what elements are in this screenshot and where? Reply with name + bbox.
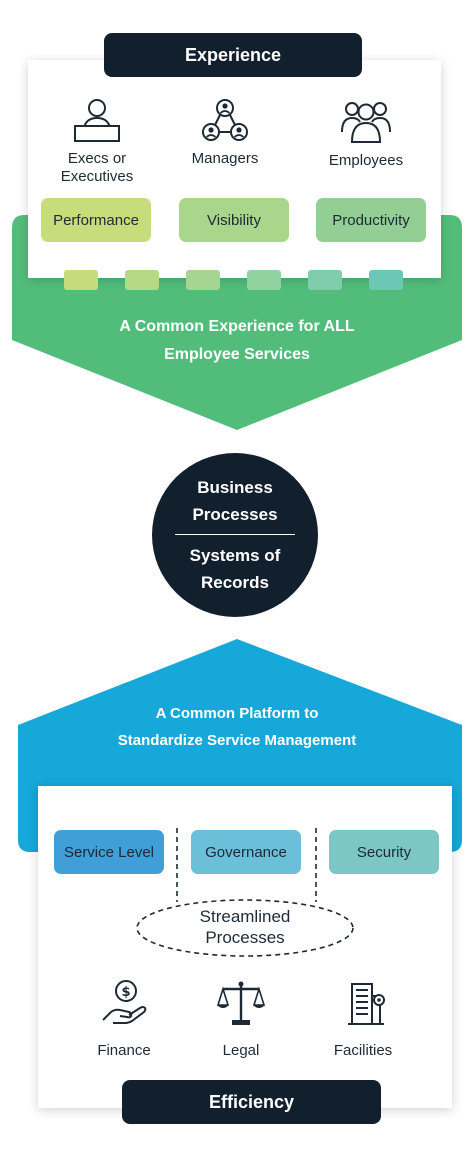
executive-desk-icon xyxy=(74,99,120,142)
systems-of-records-label: Systems of Records xyxy=(189,546,281,592)
dept-finance: $ Finance xyxy=(84,978,164,1059)
dept-facilities: Facilities xyxy=(323,978,403,1059)
circle-divider xyxy=(175,534,295,535)
experience-heading: Experience xyxy=(104,33,362,77)
business-processes-label: Business Processes xyxy=(192,478,278,524)
persona-executives-line2: Executives xyxy=(60,168,134,185)
persona-executives: Execs or Executives xyxy=(52,98,142,186)
productivity-box: Productivity xyxy=(316,198,426,242)
managers-network-icon xyxy=(202,99,248,141)
svg-text:$: $ xyxy=(121,985,130,1000)
service-level-box: Service Level xyxy=(54,830,164,874)
legal-label: Legal xyxy=(222,1042,260,1059)
persona-managers-label: Managers xyxy=(191,150,259,167)
core-circle: Business Processes Systems of Records xyxy=(152,453,318,617)
performance-box: Performance xyxy=(41,198,151,242)
connector-square-3 xyxy=(186,270,220,290)
persona-employees: Employees xyxy=(320,98,412,170)
finance-label: Finance xyxy=(97,1042,151,1059)
streamlined-processes-label: Streamlined Processes xyxy=(199,907,291,947)
streamlined-connectors xyxy=(136,828,354,957)
connector-square-6 xyxy=(369,270,403,290)
connector-square-2 xyxy=(125,270,159,290)
employees-group-icon xyxy=(341,102,391,143)
persona-managers: Managers xyxy=(180,98,270,168)
visibility-box: Visibility xyxy=(179,198,289,242)
security-box: Security xyxy=(329,830,439,874)
facilities-label: Facilities xyxy=(333,1042,393,1059)
dept-legal: Legal xyxy=(201,978,281,1059)
persona-executives-line1: Execs or xyxy=(67,150,127,167)
connector-square-4 xyxy=(247,270,281,290)
platform-band-line1: A Common Platform to xyxy=(155,705,319,722)
finance-hand-coin-icon: $ xyxy=(102,980,147,1024)
persona-employees-label: Employees xyxy=(328,152,404,169)
experience-band-line1: A Common Experience for ALL xyxy=(119,318,355,335)
connector-square-1 xyxy=(64,270,98,290)
governance-box: Governance xyxy=(191,830,301,874)
platform-band-text: A Common Platform to Standardize Service… xyxy=(40,700,434,754)
efficiency-footer: Efficiency xyxy=(122,1080,381,1124)
legal-scales-icon xyxy=(216,981,266,1025)
facilities-building-icon xyxy=(348,983,385,1025)
experience-band-text: A Common Experience for ALL Employee Ser… xyxy=(40,313,434,369)
connector-square-5 xyxy=(308,270,342,290)
experience-band-line2: Employee Services xyxy=(164,346,310,363)
platform-band-line2: Standardize Service Management xyxy=(117,732,357,749)
